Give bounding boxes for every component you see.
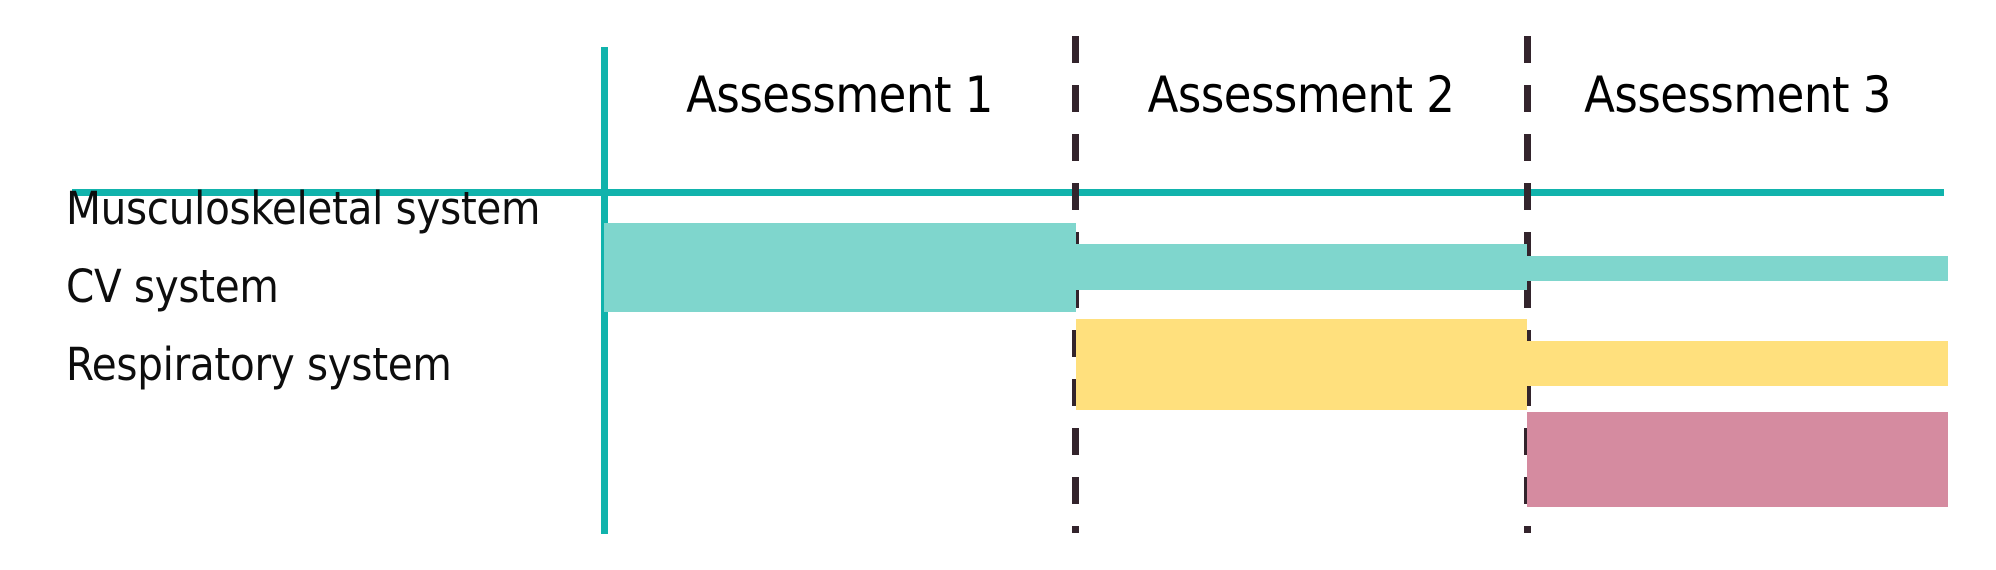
bar-musculoskeletal-assessment-2	[1076, 244, 1527, 290]
column-header-assessment-1: Assessment 1	[686, 66, 993, 124]
bar-cv-assessment-3	[1527, 341, 1948, 386]
column-header-assessment-2: Assessment 2	[1147, 66, 1455, 124]
column-header-assessment-3: Assessment 3	[1584, 66, 1891, 124]
row-label-respiratory-system: Respiratory system	[66, 338, 452, 391]
bar-musculoskeletal-assessment-1	[604, 223, 1076, 312]
bar-cv-assessment-2	[1076, 319, 1527, 410]
bar-respiratory-assessment-3	[1527, 412, 1948, 507]
divider-assessment-2-3	[1524, 36, 1531, 533]
x-axis-line	[72, 189, 1944, 196]
bar-musculoskeletal-assessment-3	[1527, 256, 1948, 281]
row-label-cv-system: CV system	[66, 260, 279, 313]
row-label-musculoskeletal-system: Musculoskeletal system	[66, 182, 541, 235]
